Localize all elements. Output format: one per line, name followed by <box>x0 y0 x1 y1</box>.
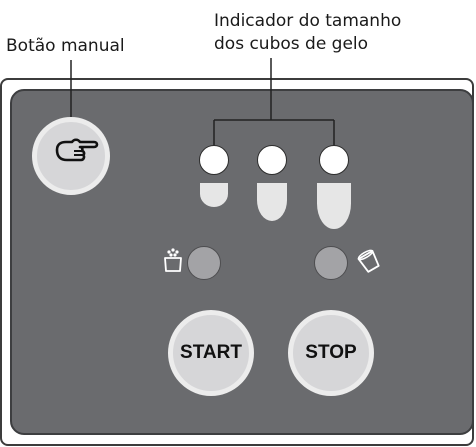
bin-full-status-led <box>187 246 221 280</box>
stop-button[interactable]: STOP <box>288 310 374 396</box>
ice-size-indicator-callout: Indicador do tamanho dos cubos de gelo <box>214 10 401 56</box>
medium-cube-icon <box>257 183 287 221</box>
small-cube-icon <box>200 183 228 207</box>
bin-empty-status-led <box>314 246 348 280</box>
large-cube-icon <box>317 183 351 229</box>
ice-size-led-medium <box>257 145 287 175</box>
ice-size-led-large <box>319 145 349 175</box>
ice-size-indicator-callout-line-1: Indicador do tamanho <box>214 11 402 31</box>
start-button[interactable]: START <box>168 310 254 396</box>
ice-size-led-small <box>199 145 229 175</box>
full-bucket-icon <box>164 248 182 272</box>
pointing-hand-icon <box>55 138 99 162</box>
manual-button-callout: Botão manual <box>6 36 125 56</box>
empty-bucket-icon <box>357 249 380 273</box>
manual-button[interactable] <box>32 117 110 195</box>
ice-size-indicator-callout-line-2: dos cubos de gelo <box>214 34 369 54</box>
